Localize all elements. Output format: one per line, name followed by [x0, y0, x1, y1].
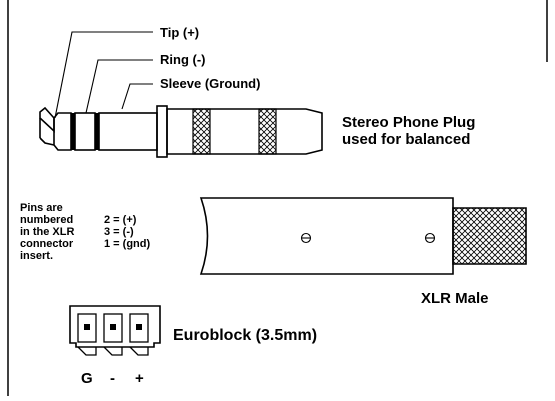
ring-leader-line — [85, 59, 153, 114]
xlr-screw-2 — [424, 232, 436, 244]
phone-plug — [39, 105, 323, 158]
ring-section — [74, 112, 96, 151]
pins-note-line: connector — [20, 238, 74, 250]
tip-label: Tip (+) — [160, 25, 200, 40]
xlr-strain-relief — [452, 207, 527, 265]
plug-handle — [166, 108, 323, 155]
euroblock-caption: Euroblock (3.5mm) — [173, 327, 318, 344]
pins-note-line: numbered — [20, 214, 74, 226]
xlr-body — [199, 197, 454, 275]
euroblock-pin-label-minus: - — [110, 370, 115, 387]
euroblock-pin-label-plus: + — [135, 370, 144, 387]
pins-note-line: insert. — [20, 250, 54, 262]
xlr-connector — [199, 197, 527, 275]
plug-caption-line2: used for balanced — [342, 131, 471, 148]
xlr-caption: XLR Male — [421, 290, 489, 307]
pin-map-entry: 2 = (+) — [104, 214, 137, 226]
euroblock-pin-label-g: G — [81, 370, 93, 387]
grip-ring-2 — [258, 108, 277, 155]
euroblock-terminal-1 — [77, 313, 97, 356]
ring-label: Ring (-) — [160, 52, 206, 67]
pin-map-entry: 1 = (gnd) — [104, 238, 151, 250]
ring-insulator — [95, 113, 99, 150]
plug-collar — [156, 105, 168, 158]
xlr-screw-1 — [300, 232, 312, 244]
sleeve-section — [98, 112, 158, 151]
tip-leader-line — [54, 31, 153, 119]
sleeve-label: Sleeve (Ground) — [160, 76, 261, 91]
pins-note-line: Pins are — [20, 202, 63, 214]
sleeve-leader-line — [121, 83, 153, 110]
euroblock-terminal-2 — [103, 313, 123, 356]
grip-ring-1 — [192, 108, 211, 155]
pins-note-line: in the XLR — [20, 226, 75, 238]
pin-map-entry: 3 = (-) — [104, 226, 134, 238]
tip-insulator — [71, 113, 75, 150]
euroblock-terminal-3 — [129, 313, 149, 356]
euroblock-housing — [69, 305, 161, 348]
plug-caption-line1: Stereo Phone Plug — [342, 114, 476, 131]
euroblock — [69, 305, 161, 356]
